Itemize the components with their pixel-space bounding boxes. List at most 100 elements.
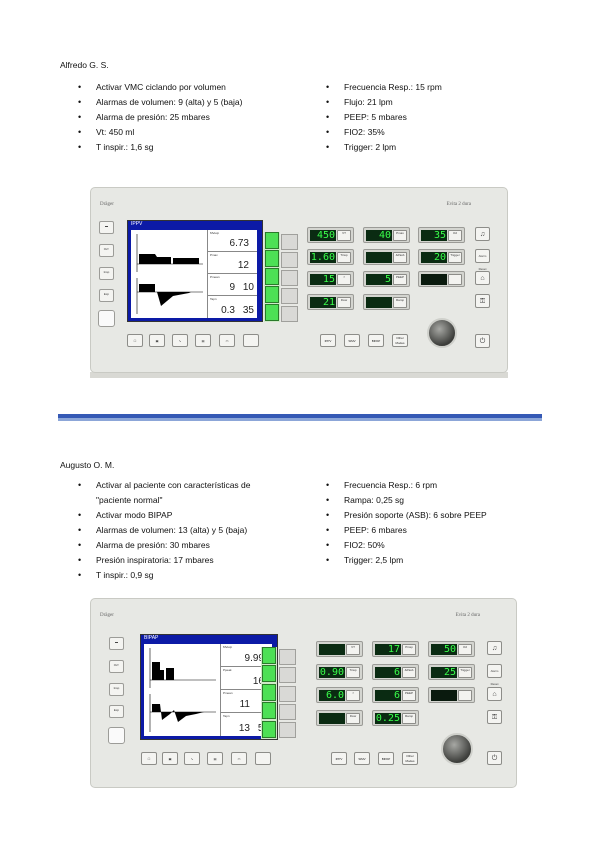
left-blank-button[interactable] <box>108 727 125 744</box>
lcd-key[interactable]: Ramp <box>393 297 407 308</box>
lcd-key[interactable]: Tinsp <box>337 252 351 263</box>
softkey-green[interactable] <box>265 232 279 249</box>
lcd-key[interactable]: PEEP <box>393 274 407 285</box>
alarm-silence-button[interactable]: ▬ <box>99 221 114 234</box>
softkey-green[interactable] <box>262 721 276 738</box>
screen-key-1[interactable]: ☐ <box>141 752 157 765</box>
screen-key-2[interactable]: ▣ <box>149 334 165 347</box>
insp-hold-button[interactable]: Insp <box>99 267 114 280</box>
lcd-key[interactable] <box>448 274 462 285</box>
alarm-reset-button[interactable]: Alarm Reset <box>487 664 502 686</box>
mode-other-button[interactable]: Other Modes <box>392 334 408 347</box>
softkey-grey[interactable] <box>279 649 296 665</box>
softkey-grey[interactable] <box>281 306 298 322</box>
lcd-key[interactable]: Flow <box>346 713 360 724</box>
softkey-grey[interactable] <box>281 252 298 268</box>
softkey-green[interactable] <box>262 684 276 701</box>
screen-key-4[interactable]: ▤ <box>195 334 211 347</box>
lcd-key[interactable]: Ramp <box>402 713 416 724</box>
mode-simv-button[interactable]: SIMV <box>354 752 370 765</box>
softkey-green[interactable] <box>265 286 279 303</box>
mode-simv-button[interactable]: SIMV <box>344 334 360 347</box>
softkey-green[interactable] <box>262 702 276 719</box>
alarm-reset-button[interactable]: Alarm Reset <box>475 249 490 271</box>
screen-key-3[interactable]: ∿ <box>184 752 200 765</box>
softkey-grey[interactable] <box>279 686 296 702</box>
lcd-key[interactable]: Trigger <box>458 667 472 678</box>
mode-ippv-button[interactable]: IPPV <box>320 334 336 347</box>
softkey-grey[interactable] <box>279 722 296 738</box>
screen-key-2[interactable]: ▣ <box>162 752 178 765</box>
insp-hold-button[interactable]: Insp <box>109 683 124 696</box>
exp-hold-button[interactable]: Exp <box>99 289 114 302</box>
lcd-key[interactable]: O2 <box>458 644 472 655</box>
alarm-silence-button[interactable]: ▬ <box>109 637 124 650</box>
setting-flow[interactable]: Flow <box>316 710 363 726</box>
lcd-key[interactable]: Pinsp <box>402 644 416 655</box>
key-icon[interactable]: ⚿ <box>475 294 490 308</box>
softkey-grey[interactable] <box>281 288 298 304</box>
softkey-green[interactable] <box>262 665 276 682</box>
alarm-bell-icon[interactable]: ♫ <box>475 227 490 241</box>
setting-blank[interactable] <box>418 271 465 287</box>
lock-icon[interactable]: ⌂ <box>487 687 502 701</box>
softkey-grey[interactable] <box>279 667 296 683</box>
lcd-key[interactable]: Tinsp <box>346 667 360 678</box>
mode-bipap-button[interactable]: BIPAP <box>368 334 384 347</box>
softkey-green[interactable] <box>265 268 279 285</box>
rotary-knob[interactable] <box>427 318 457 348</box>
screen-key-6[interactable] <box>255 752 271 765</box>
softkey-grey[interactable] <box>281 270 298 286</box>
lcd-key[interactable]: VT <box>346 644 360 655</box>
softkey-grey[interactable] <box>281 234 298 250</box>
mode-other-button[interactable]: Other Modes <box>402 752 418 765</box>
screen-key-5[interactable]: ▭ <box>219 334 235 347</box>
softkey-green[interactable] <box>265 304 279 321</box>
lcd-key[interactable]: Pmax <box>393 230 407 241</box>
lcd-key[interactable]: f <box>337 274 351 285</box>
lcd-key[interactable]: Flow <box>337 297 351 308</box>
exp-hold-button[interactable]: Exp <box>109 705 124 718</box>
lcd-key[interactable]: ΔPasb <box>393 252 407 263</box>
lcd-key[interactable]: O2 <box>448 230 462 241</box>
key-icon[interactable]: ⚿ <box>487 710 502 724</box>
mode-bipap-button[interactable]: BIPAP <box>378 752 394 765</box>
softkey-green[interactable] <box>265 250 279 267</box>
setting-tinsp-top[interactable]: VT <box>316 641 363 657</box>
power-icon[interactable]: ⏻ <box>475 334 490 348</box>
lcd-key[interactable]: PEEP <box>402 690 416 701</box>
softkey-green[interactable] <box>262 647 276 664</box>
screen-key-3[interactable]: ∿ <box>172 334 188 347</box>
softkey-grey[interactable] <box>279 704 296 720</box>
rotary-knob[interactable] <box>441 733 473 765</box>
lcd-key[interactable]: Trigger <box>448 252 462 263</box>
setting-ramp[interactable]: Ramp <box>363 294 410 310</box>
lcd-key[interactable]: ΔPasb <box>402 667 416 678</box>
lcd-key[interactable]: f <box>346 690 360 701</box>
alarm-bell-icon[interactable]: ♫ <box>487 641 502 655</box>
lcd-key[interactable]: VT <box>337 230 351 241</box>
setting-pinsp[interactable]: ΔPasb <box>363 249 410 265</box>
mode-ippv-button[interactable]: IPPV <box>331 752 347 765</box>
setting-blank[interactable] <box>428 687 475 703</box>
screen-key-6[interactable] <box>243 334 259 347</box>
lcd-key[interactable] <box>458 690 472 701</box>
screen-key-4[interactable]: ▤ <box>207 752 223 765</box>
o2-suction-button[interactable]: O2↑ <box>109 660 124 673</box>
